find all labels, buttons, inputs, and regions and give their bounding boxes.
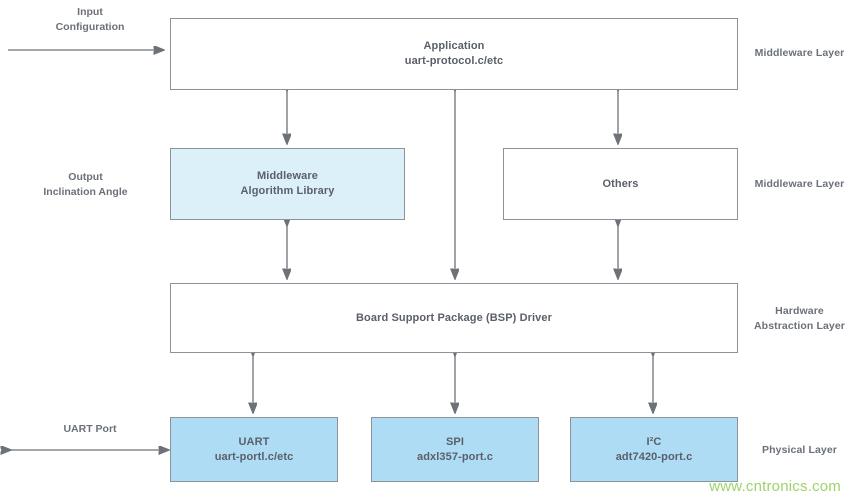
box-bsp-driver-line1: Board Support Package (BSP) Driver [356, 311, 552, 324]
box-i2c-line1: I²C [646, 435, 662, 448]
label-input-configuration-line2: Configuration [55, 21, 125, 34]
watermark: www.cntronics.com [709, 478, 841, 495]
box-application[interactable]: Application uart-protocol.c/etc [170, 18, 738, 90]
box-uart[interactable]: UART uart-portl.c/etc [170, 417, 338, 482]
box-middleware-algorithm-library-line2: Algorithm Library [240, 185, 335, 197]
label-uart-port: UART Port [25, 422, 155, 437]
layer-label-middleware-mid-line1: Middleware Layer [754, 178, 845, 190]
label-input-configuration-line1: Input [77, 6, 103, 18]
label-uart-port-line1: UART Port [63, 423, 117, 435]
box-i2c[interactable]: I²C adt7420-port.c [570, 417, 738, 482]
box-others[interactable]: Others [503, 148, 738, 220]
label-input-configuration: Input Configuration [25, 5, 155, 35]
layer-label-middleware-mid: Middleware Layer [752, 177, 847, 192]
layer-label-hardware-abstraction-line2: Abstraction Layer [754, 320, 845, 333]
box-middleware-algorithm-library[interactable]: Middleware Algorithm Library [170, 148, 405, 220]
box-bsp-driver[interactable]: Board Support Package (BSP) Driver [170, 283, 738, 353]
layer-label-middleware-top-line1: Middleware Layer [754, 47, 845, 59]
box-application-line2: uart-protocol.c/etc [404, 55, 504, 67]
box-i2c-line2: adt7420-port.c [615, 450, 693, 463]
layer-label-physical-line1: Physical Layer [762, 444, 837, 456]
box-others-line1: Others [602, 177, 639, 190]
layer-label-hardware-abstraction: Hardware Abstraction Layer [752, 304, 847, 334]
box-spi[interactable]: SPI adxl357-port.c [371, 417, 539, 482]
label-output-inclination-angle-line1: Output [68, 171, 103, 183]
box-uart-line1: UART [238, 435, 270, 448]
layer-label-middleware-top: Middleware Layer [752, 46, 847, 61]
box-spi-line1: SPI [445, 435, 465, 448]
layer-label-hardware-abstraction-line1: Hardware [775, 305, 824, 317]
box-application-line1: Application [423, 40, 485, 53]
box-uart-line2: uart-portl.c/etc [214, 450, 294, 463]
box-middleware-algorithm-library-line1: Middleware [257, 170, 318, 183]
label-output-inclination-angle-line2: Inclination Angle [43, 186, 128, 199]
layer-label-physical: Physical Layer [752, 443, 847, 458]
box-spi-line2: adxl357-port.c [417, 450, 493, 463]
label-output-inclination-angle: Output Inclination Angle [18, 170, 153, 200]
